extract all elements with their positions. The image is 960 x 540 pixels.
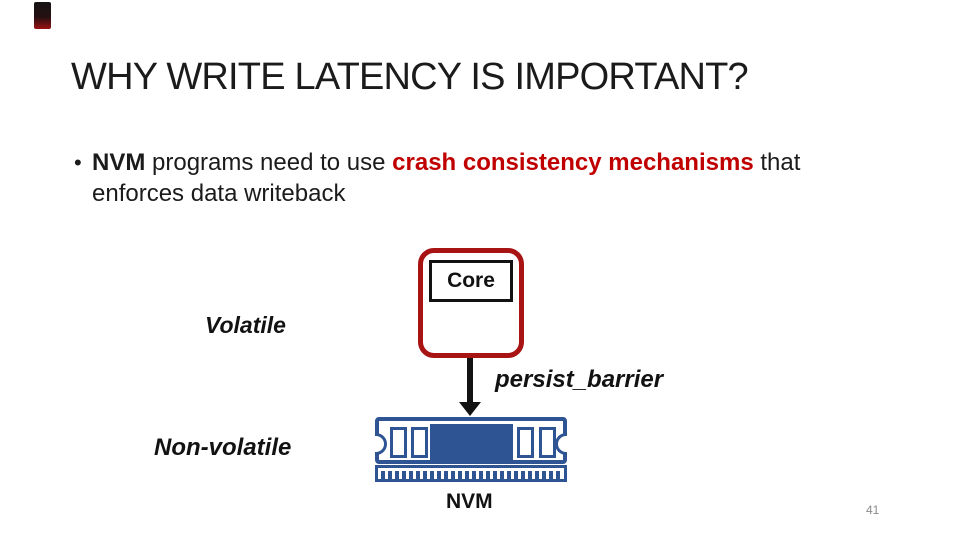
- bullet-item: • NVM programs need to use crash consist…: [74, 147, 894, 209]
- crash-consistency-highlight: crash consistency mechanisms: [392, 149, 754, 176]
- bullet-line2: enforces data writeback: [92, 180, 346, 207]
- dimm-pins-comb: [381, 471, 561, 479]
- page-number: 41: [866, 503, 880, 517]
- nonvolatile-label: Non-volatile: [154, 434, 292, 461]
- core-label: Core: [447, 269, 495, 292]
- slide-title: WHY WRITE LATENCY IS IMPORTANT?: [71, 56, 749, 98]
- dimm-notch-left: [375, 433, 387, 455]
- nvm-label: NVM: [446, 490, 493, 513]
- slide-corner-marker: [34, 2, 51, 29]
- down-arrow-head-icon: [459, 402, 481, 416]
- bullet-line1-mid: programs need to use: [145, 149, 393, 176]
- dimm-chip: [539, 427, 556, 458]
- dimm-chip: [517, 427, 534, 458]
- bullet-line1-post: that: [753, 149, 801, 176]
- down-arrow-icon: [467, 358, 473, 405]
- bullet-marker: •: [74, 150, 82, 175]
- dimm-chip: [390, 427, 407, 458]
- bullet-nvm-bold: NVM: [92, 149, 146, 176]
- core-inner-box: Core: [429, 260, 513, 302]
- bullet-text: NVM programs need to use crash consisten…: [92, 147, 800, 209]
- volatile-label: Volatile: [205, 312, 286, 338]
- dimm-center-block: [430, 424, 513, 460]
- persist-barrier-label: persist_barrier: [495, 366, 664, 393]
- dimm-chip: [411, 427, 428, 458]
- dimm-pins: [375, 465, 567, 482]
- dimm-notch-right: [555, 433, 567, 455]
